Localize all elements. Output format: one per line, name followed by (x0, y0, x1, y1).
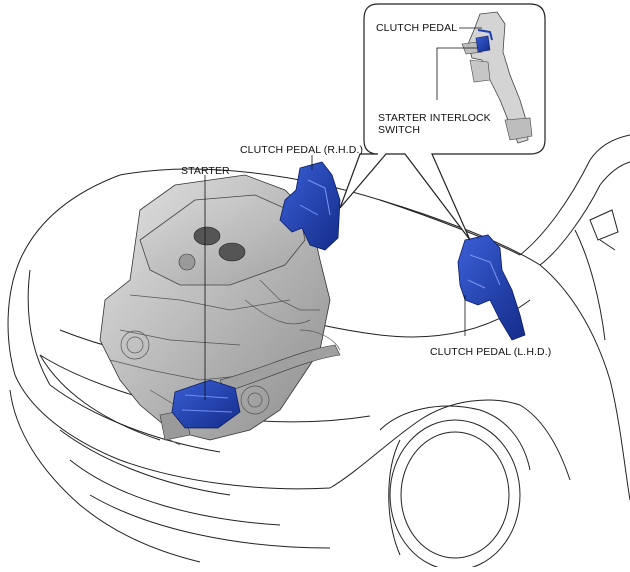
leader-interlock-switch (436, 47, 478, 100)
front-wheel (379, 405, 531, 571)
starter-motor (171, 379, 241, 429)
inset-interlock-switch (475, 35, 491, 53)
clutch-pedal-lhd (457, 234, 526, 341)
leader-lines (204, 27, 482, 400)
inset-callout-bubble (339, 3, 546, 241)
label-starter: STARTER (181, 165, 230, 177)
label-clutch-pedal-lhd: CLUTCH PEDAL (L.H.D.) (430, 346, 552, 358)
engine-assembly (99, 174, 341, 446)
clutch-pedal-rhd (279, 161, 341, 251)
label-clutch-pedal-inset: CLUTCH PEDAL (376, 22, 458, 34)
label-starter-interlock-line1: STARTER INTERLOCK (378, 112, 491, 124)
label-clutch-pedal-rhd: CLUTCH PEDAL (R.H.D.) (240, 144, 364, 156)
label-starter-interlock-line2: SWITCH (378, 124, 421, 136)
